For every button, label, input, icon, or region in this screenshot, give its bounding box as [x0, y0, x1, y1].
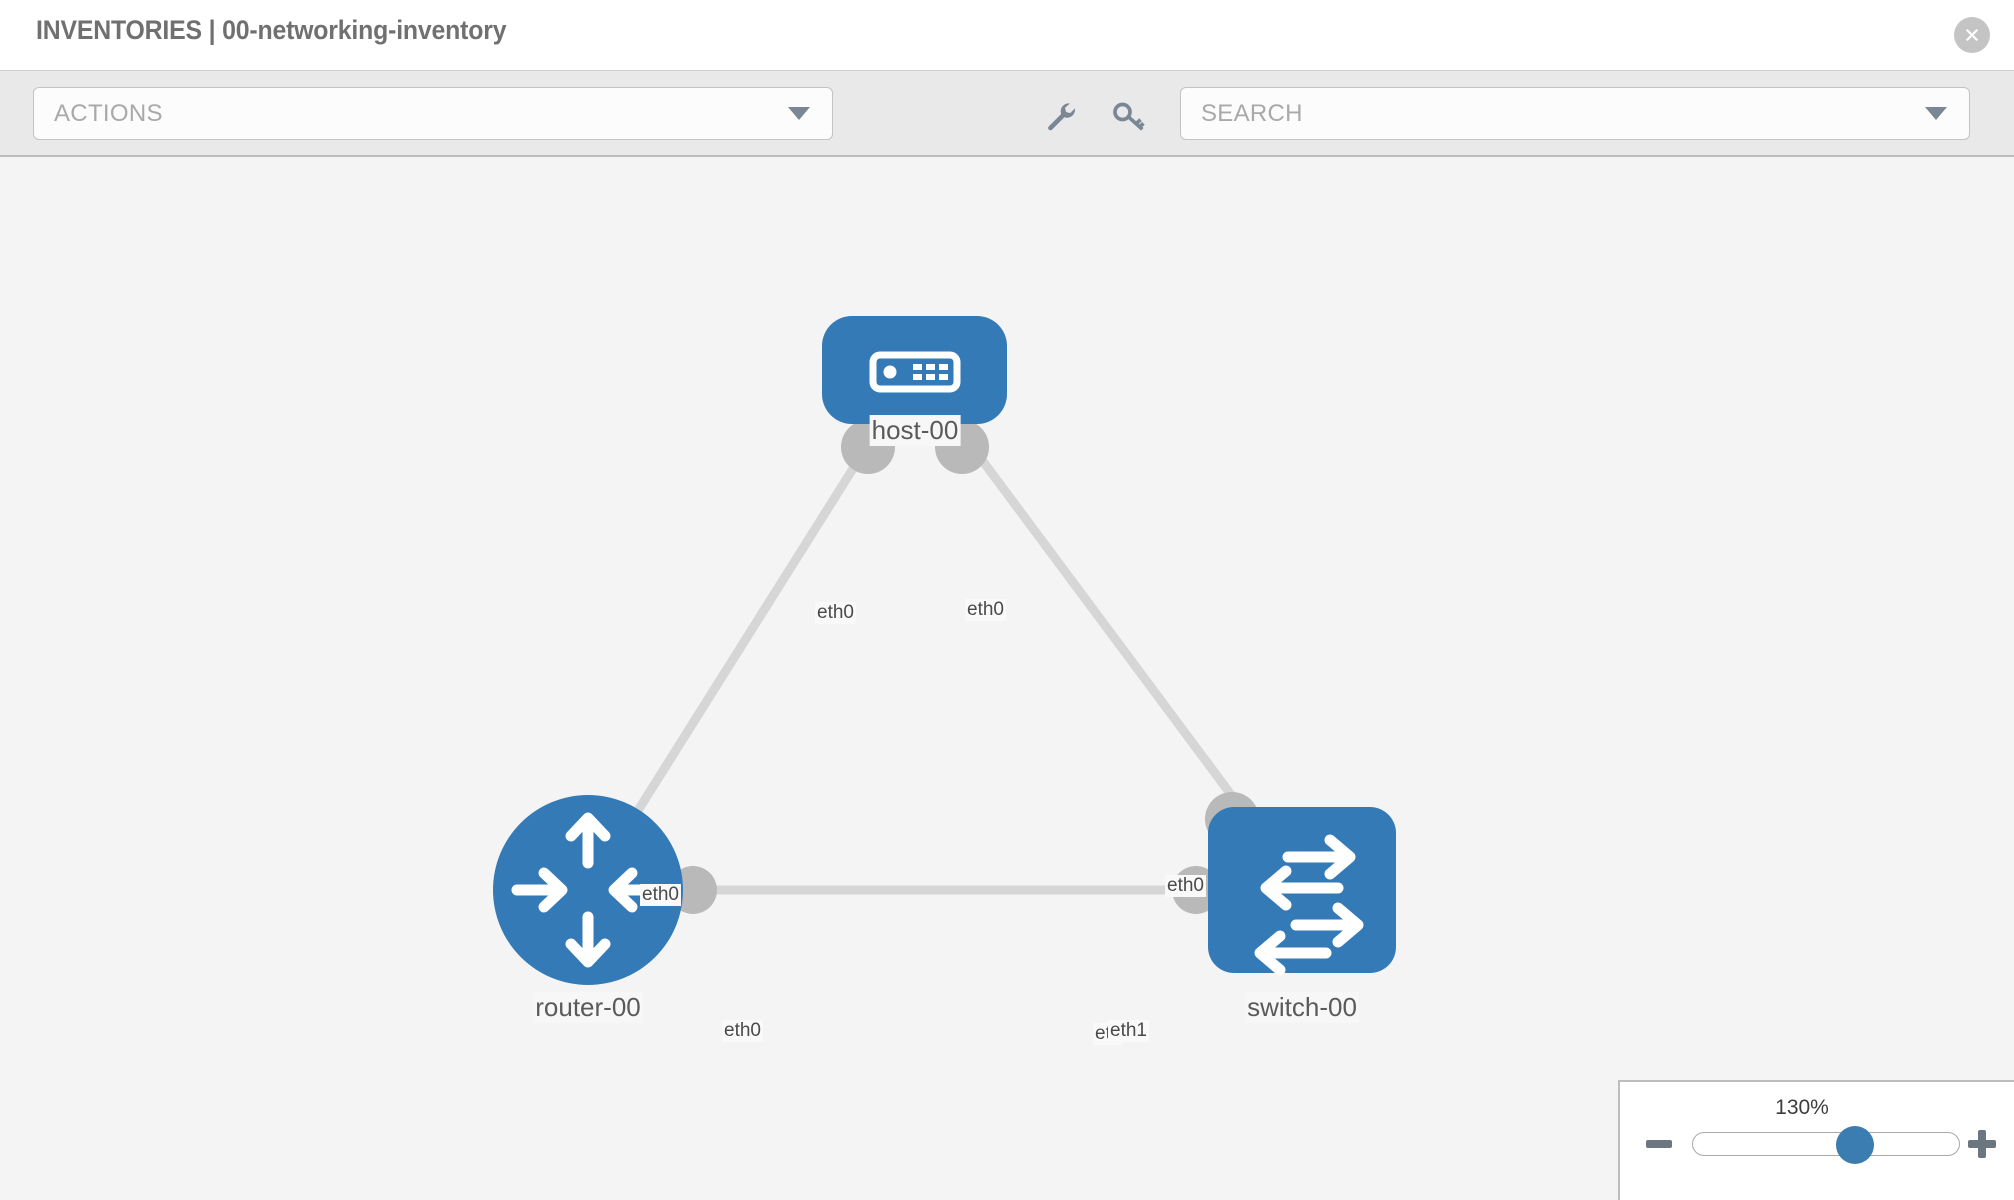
- server-device-icon: [869, 351, 961, 393]
- node-label-router-00: router-00: [533, 992, 643, 1023]
- actions-dropdown[interactable]: ACTIONS: [33, 87, 833, 140]
- zoom-in-button[interactable]: [1968, 1130, 1996, 1158]
- search-input[interactable]: SEARCH: [1201, 99, 1303, 127]
- node-label-host-00: host-00: [869, 415, 961, 446]
- zoom-control-panel: 130%: [1618, 1080, 2014, 1200]
- toolbar: ACTIONS SEARCH: [0, 70, 2014, 157]
- node-switch-00[interactable]: [1208, 807, 1396, 976]
- actions-dropdown-label: ACTIONS: [54, 99, 163, 127]
- wrench-icon[interactable]: [1044, 99, 1078, 133]
- topology-canvas[interactable]: host-00 router-00 switch-00 eth0 eth0 et…: [0, 157, 2014, 1200]
- page-title: INVENTORIES | 00-networking-inventory: [36, 15, 507, 45]
- chevron-down-icon: [1925, 107, 1947, 120]
- zoom-slider-thumb[interactable]: [1835, 1126, 1874, 1164]
- edge-label-router-host-far: eth0: [815, 602, 856, 624]
- topology-graph: [493, 316, 1396, 985]
- zoom-level-label: 130%: [1775, 1096, 1829, 1119]
- zoom-out-button[interactable]: [1646, 1140, 1672, 1148]
- node-router-shape[interactable]: [493, 795, 683, 985]
- close-button[interactable]: [1954, 17, 1990, 53]
- page-header: INVENTORIES | 00-networking-inventory: [0, 0, 2014, 70]
- close-icon: [1966, 29, 1978, 41]
- search-dropdown[interactable]: SEARCH: [1180, 87, 1970, 140]
- edge-label-host-switch-far: eth0: [1165, 875, 1206, 897]
- node-label-switch-00: switch-00: [1245, 992, 1359, 1023]
- node-router-00[interactable]: [493, 795, 683, 985]
- switch-arrows-icon: [1254, 834, 1364, 976]
- node-host-00[interactable]: [822, 316, 1007, 424]
- router-arrows-icon: [511, 812, 665, 968]
- chevron-down-icon: [788, 107, 810, 120]
- edge-label-router-switch-near: eth0: [722, 1020, 763, 1042]
- edge-label-router-host-near: eth0: [640, 884, 681, 906]
- key-icon[interactable]: [1112, 99, 1146, 133]
- zoom-slider[interactable]: [1692, 1126, 1960, 1164]
- connector-group: [669, 420, 1259, 914]
- edge-label-host-switch-near: eth0: [965, 599, 1006, 621]
- edge-label-router-switch-far-b: eth1: [1108, 1020, 1149, 1042]
